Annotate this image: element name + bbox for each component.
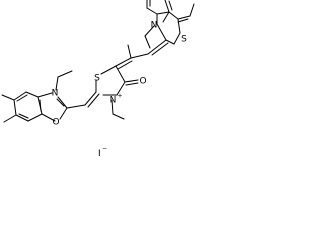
- atom-label-o-carbonyl: O: [139, 77, 146, 87]
- atom-label-s-thiazolidinone: S: [94, 74, 100, 84]
- thiazolidinone-ring: [95, 65, 139, 120]
- lower-benzoxazole: [1, 70, 73, 123]
- positive-charge: +: [117, 93, 122, 100]
- counterion-charge: −: [102, 145, 107, 152]
- atom-label-s-upper: S: [181, 35, 187, 45]
- counterion-label: I: [98, 149, 101, 159]
- atom-label-n-thiazolidinone: N: [110, 96, 117, 106]
- atom-label-n-lower: N: [52, 89, 59, 99]
- methine-bridge-lower: [66, 91, 100, 109]
- upper-benzothiazole: [144, 0, 195, 49]
- chemical-structure-diagram: N S S N + O: [1, 0, 195, 159]
- atom-label-n-upper: N: [151, 21, 158, 31]
- atom-label-o-oxazole: O: [52, 118, 59, 128]
- methine-bridge-upper: [115, 39, 169, 70]
